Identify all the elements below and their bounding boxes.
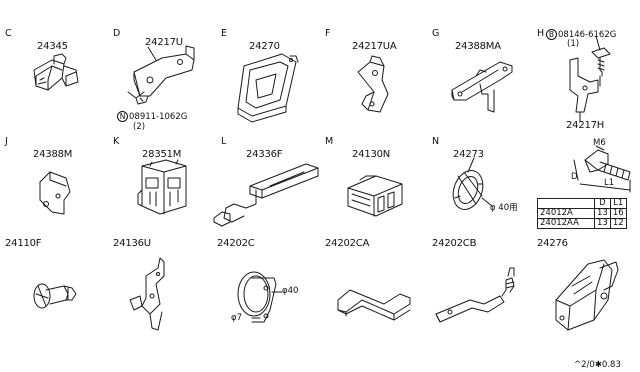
circled-letter-B: B: [546, 29, 557, 40]
part-number-24217U: 24217U: [145, 37, 183, 48]
section-letter-G: G: [432, 28, 440, 39]
part-number-24336F: 24336F: [246, 149, 283, 160]
part-24276-drawing: [555, 259, 619, 331]
section-letter-F: F: [325, 28, 331, 39]
fastener-qty-D: (2): [133, 122, 146, 132]
section-letter-L: L: [221, 136, 227, 147]
part-24130N-drawing: [347, 175, 403, 217]
section-letter-M: M: [325, 136, 334, 147]
part-24202CB-drawing: [435, 267, 515, 323]
part-number-24270: 24270: [249, 41, 280, 52]
part-24202CA-drawing: [337, 289, 411, 321]
part-24202C-drawing: [237, 271, 283, 323]
bolt-dimension-table: D L1 24012A 13 16 24012AA 13 12: [537, 198, 627, 229]
grommet-diameter-label: φ 40用: [490, 203, 518, 213]
part-24136U-drawing: [129, 257, 165, 331]
table-cell: 13: [594, 208, 611, 219]
table-cell: 13: [594, 218, 611, 229]
bolt-diameter-label: D: [571, 172, 578, 182]
part-28351M-drawing: [137, 159, 187, 215]
part-number-24273: 24273: [453, 149, 484, 160]
table-cell: 24012AA: [537, 218, 595, 229]
part-24388MA-drawing: [451, 61, 513, 113]
part-number-24130N: 24130N: [352, 149, 391, 160]
table-row: 24012AA 13 12: [537, 218, 627, 229]
part-number-24217H: 24217H: [566, 120, 605, 131]
part-24270-drawing: [237, 53, 299, 123]
table-header-cell: D: [594, 198, 611, 209]
part-24110F-drawing: [33, 283, 77, 309]
part-number-24110F: 24110F: [5, 238, 42, 249]
part-24388M-drawing: [39, 171, 71, 215]
diagram-code: ^2/0✱0.83: [574, 360, 621, 370]
section-letter-N: N: [432, 136, 440, 147]
part-number-28351M: 28351M: [142, 149, 182, 160]
section-letter-D: D: [113, 28, 121, 39]
table-header-cell: [537, 198, 595, 209]
part-24217H-drawing: [569, 47, 611, 113]
part-24273-drawing: [452, 170, 493, 210]
part-number-24388MA: 24388MA: [455, 41, 501, 52]
part-number-24202CB: 24202CB: [432, 238, 477, 249]
part-24345-drawing: [33, 53, 79, 91]
part-number-24276: 24276: [537, 238, 568, 249]
part-24217U-drawing: [127, 45, 195, 105]
part-number-24345: 24345: [37, 41, 68, 52]
part-number-24388M: 24388M: [33, 149, 73, 160]
table-row: 24012A 13 16: [537, 208, 627, 219]
part-24217UA-drawing: [357, 55, 389, 113]
clip-diameter-label: φ40: [282, 286, 299, 296]
part-24336F-drawing: [213, 163, 319, 227]
part-number-24202C: 24202C: [217, 238, 255, 249]
bolt-detail-drawing: [573, 145, 631, 193]
section-letter-H: H: [537, 28, 545, 39]
table-header-row: D L1: [537, 198, 627, 209]
bolt-thread-label: M6: [593, 138, 606, 148]
table-cell: 12: [609, 218, 627, 229]
fastener-number-H: 08146-6162G: [558, 30, 617, 40]
table-cell: 16: [609, 208, 627, 219]
leader-lines: [147, 35, 601, 173]
section-letter-C: C: [5, 28, 12, 39]
section-letter-K: K: [113, 136, 120, 147]
part-number-24202CA: 24202CA: [325, 238, 370, 249]
part-number-24136U: 24136U: [113, 238, 151, 249]
fastener-number-D: 08911-1062G: [129, 112, 188, 122]
section-letter-E: E: [221, 28, 228, 39]
circled-letter-N: N: [117, 111, 128, 122]
table-cell: 24012A: [537, 208, 595, 219]
bolt-length-label: L1: [604, 178, 615, 188]
hole-diameter-label: φ7: [231, 313, 243, 323]
part-number-24217UA: 24217UA: [352, 41, 397, 52]
table-header-cell: L1: [609, 198, 627, 209]
fastener-qty-H: (1): [567, 39, 580, 49]
section-letter-J: J: [5, 136, 8, 147]
